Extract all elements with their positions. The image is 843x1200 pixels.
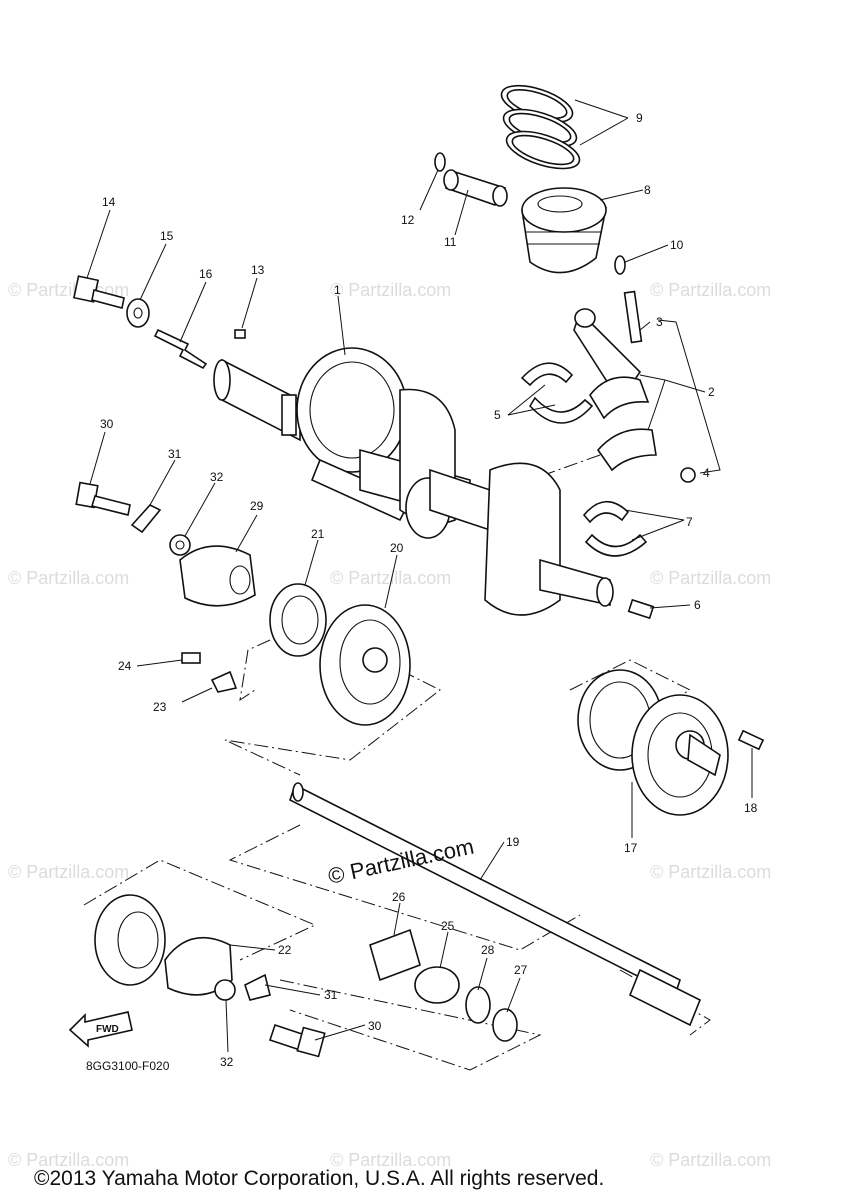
crankshaft <box>213 329 614 616</box>
callout-18: 18 <box>744 801 758 815</box>
watermark-faint: © Partzilla.com <box>650 568 771 588</box>
callout-11: 11 <box>444 235 457 249</box>
callout-31-lower: 31 <box>324 988 338 1002</box>
watermark-faint: © Partzilla.com <box>330 568 451 588</box>
callout-27: 27 <box>514 963 528 977</box>
watermark-faint: © Partzilla.com <box>8 862 129 882</box>
callout-32-lower: 32 <box>220 1055 234 1069</box>
callout-3: 3 <box>656 315 663 329</box>
callout-6: 6 <box>694 598 701 612</box>
callout-31: 31 <box>168 447 182 461</box>
callout-24: 24 <box>118 659 132 673</box>
callout-32: 32 <box>210 470 224 484</box>
callout-21: 21 <box>311 527 325 541</box>
bolt-group-upper <box>75 481 191 556</box>
watermark-faint: © Partzilla.com <box>650 280 771 300</box>
callout-16: 16 <box>199 267 213 281</box>
fwd-label: FWD <box>96 1024 119 1035</box>
callout-29: 29 <box>250 499 264 513</box>
callout-25: 25 <box>441 919 455 933</box>
callout-14: 14 <box>102 195 116 209</box>
callout-28: 28 <box>481 943 495 957</box>
faint-watermarks: © Partzilla.com © Partzilla.com © Partzi… <box>8 280 771 1170</box>
bearing-shells <box>520 362 648 557</box>
callout-7: 7 <box>686 515 693 529</box>
piston-pin <box>434 152 626 275</box>
bolt-group-top <box>72 275 208 370</box>
part-code: 8GG3100-F020 <box>86 1059 170 1073</box>
watermark-faint: © Partzilla.com <box>330 1150 451 1170</box>
watermark-faint: © Partzilla.com <box>650 1150 771 1170</box>
callout-2: 2 <box>708 385 715 399</box>
drive-gear <box>269 583 411 726</box>
callout-numbers: 1 2 3 4 5 6 7 8 9 10 11 12 13 14 15 16 1… <box>100 111 758 1069</box>
lower-assembly <box>94 894 518 1058</box>
callout-4: 4 <box>703 466 710 480</box>
callout-17: 17 <box>624 841 638 855</box>
leader-lines <box>86 99 753 1053</box>
callout-19: 19 <box>506 835 520 849</box>
callout-30: 30 <box>100 417 114 431</box>
callout-12: 12 <box>401 213 415 227</box>
callout-10: 10 <box>670 238 684 252</box>
callout-15: 15 <box>160 229 174 243</box>
copyright-notice: ©2013 Yamaha Motor Corporation, U.S.A. A… <box>34 1167 604 1190</box>
callout-20: 20 <box>390 541 404 555</box>
watermark-faint: © Partzilla.com <box>8 568 129 588</box>
connecting-rod <box>573 290 696 483</box>
callout-13: 13 <box>251 263 265 277</box>
piston <box>521 187 607 274</box>
fwd-arrow: FWD <box>68 1011 133 1048</box>
callout-23: 23 <box>153 700 167 714</box>
piston-rings <box>500 84 581 170</box>
callout-8: 8 <box>644 183 651 197</box>
drive-shaft <box>289 782 702 1027</box>
balancer-weight <box>179 545 256 693</box>
callout-30-lower: 30 <box>368 1019 382 1033</box>
callout-5: 5 <box>494 408 501 422</box>
callout-1: 1 <box>334 283 341 297</box>
callout-22: 22 <box>278 943 292 957</box>
callout-26: 26 <box>392 890 406 904</box>
bolt-6 <box>627 598 655 620</box>
watermark-faint: © Partzilla.com <box>330 280 451 300</box>
watermark-faint: © Partzilla.com <box>8 1150 129 1170</box>
bearing-holder <box>577 669 765 816</box>
callout-9: 9 <box>636 111 643 125</box>
watermark-faint: © Partzilla.com <box>650 862 771 882</box>
